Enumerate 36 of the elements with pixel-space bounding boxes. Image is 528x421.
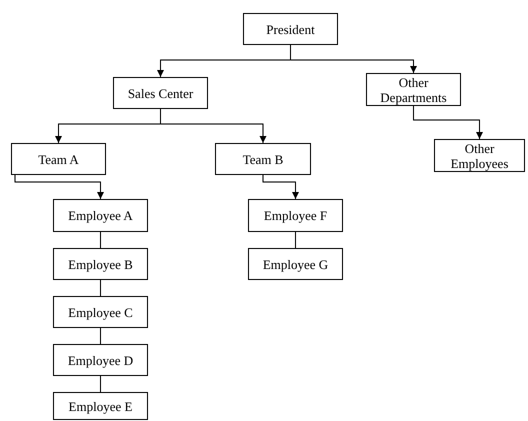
org-box xyxy=(53,248,148,280)
org-box xyxy=(434,139,525,172)
org-box xyxy=(53,199,148,232)
org-box xyxy=(248,199,343,232)
connector-line xyxy=(100,376,101,392)
box-label: Employee A xyxy=(68,208,133,223)
org-box xyxy=(53,296,148,328)
org-box xyxy=(366,73,461,106)
org-box xyxy=(11,143,106,175)
org-box xyxy=(53,344,148,376)
box-label: Employee G xyxy=(262,256,328,272)
arrow xyxy=(413,106,483,140)
connector-line xyxy=(295,232,296,248)
connector-line xyxy=(100,328,101,344)
org-box xyxy=(243,13,338,45)
box-label: Employee E xyxy=(68,398,132,414)
box-label: President xyxy=(266,22,315,36)
box-label: Sales Center xyxy=(128,86,194,100)
arrow xyxy=(262,174,299,200)
box-label: Employee D xyxy=(68,352,134,368)
box-label: Employee F xyxy=(264,208,328,223)
box-label: Other Departments xyxy=(379,74,448,104)
box-label: Employee B xyxy=(68,256,133,272)
box-label: Team B xyxy=(242,152,284,166)
org-box xyxy=(215,143,311,175)
connector-line xyxy=(100,232,101,248)
box-label: Other Employees xyxy=(450,140,510,170)
arrow xyxy=(290,44,417,74)
org-box xyxy=(113,77,208,109)
box-label: Employee C xyxy=(68,304,133,320)
connector-line xyxy=(100,280,101,296)
arrow xyxy=(14,174,104,200)
org-box xyxy=(53,392,148,420)
arrow xyxy=(160,108,266,144)
box-label: Team A xyxy=(38,152,79,166)
org-box xyxy=(248,248,343,280)
